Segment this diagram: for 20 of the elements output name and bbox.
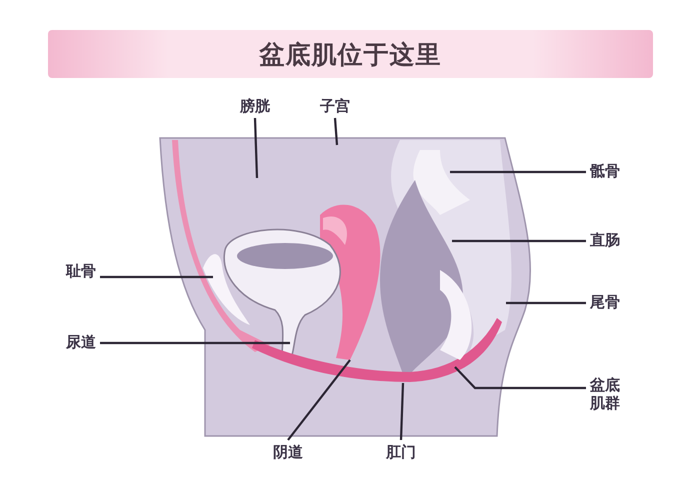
part-label: 尾骨 (590, 293, 620, 311)
leader-line (100, 342, 290, 344)
part-label: 肛门 (386, 443, 416, 461)
leader-line (254, 118, 258, 178)
part-label: 耻骨 (66, 262, 96, 280)
leader-line (452, 240, 586, 242)
part-label: 阴道 (273, 443, 303, 461)
leader-line (100, 276, 213, 278)
title: 盆底肌位于这里 (258, 39, 442, 71)
leader-line (506, 302, 586, 304)
leader-line (450, 170, 586, 174)
part-label: 膀胱 (240, 97, 270, 115)
leader-line (454, 366, 586, 390)
part-label: 直肠 (590, 231, 620, 249)
part-label: 子宫 (320, 97, 350, 115)
leader-line (400, 382, 404, 440)
part-label: 尿道 (66, 333, 96, 351)
part-label: 盆底肌群 (590, 376, 621, 412)
leader-line (334, 118, 338, 146)
part-label: 骶骨 (590, 162, 620, 180)
